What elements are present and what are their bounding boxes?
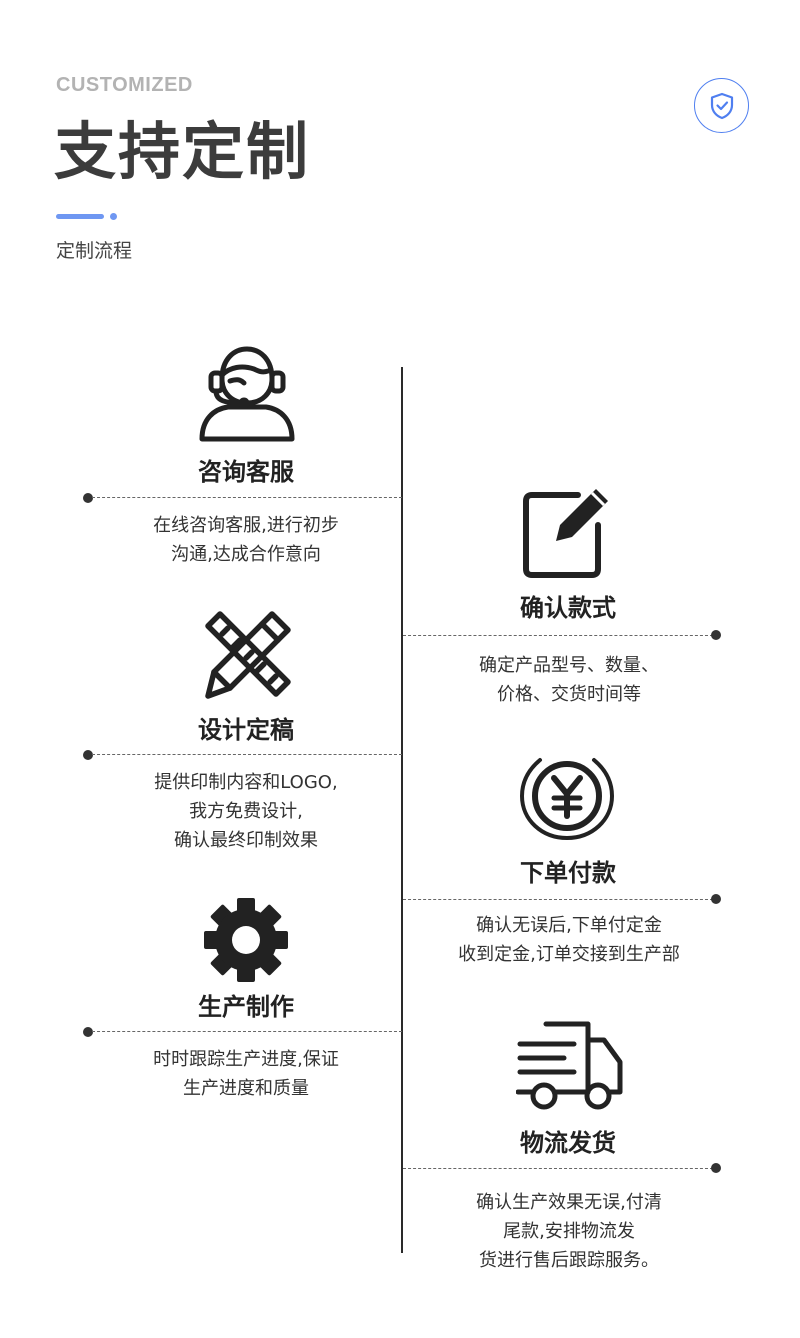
accent-dot (110, 213, 117, 220)
step-title: 生产制作 (198, 993, 294, 1021)
accent-bar (56, 214, 104, 219)
timeline-node (711, 894, 721, 904)
timeline-node (83, 750, 93, 760)
delivery-truck-icon (515, 1020, 624, 1116)
page-title: 支持定制 (54, 115, 311, 188)
timeline-connector (92, 754, 402, 755)
step-title: 设计定稿 (198, 716, 294, 744)
gear-icon (202, 896, 290, 988)
timeline-node (711, 1163, 721, 1173)
pencil-ruler-icon (200, 606, 296, 706)
timeline-node (83, 493, 93, 503)
step-title: 确认款式 (520, 594, 616, 622)
step-description: 在线咨询客服,进行初步 沟通,达成合作意向 (153, 515, 339, 565)
timeline-connector (403, 635, 713, 636)
page-subtitle: 定制流程 (56, 240, 133, 262)
timeline-connector (403, 1168, 713, 1169)
eyebrow-label: CUSTOMIZED (56, 74, 193, 96)
step-description: 确定产品型号、数量、 价格、交货时间等 (479, 655, 659, 705)
step-description: 确认生产效果无误,付清 尾款,安排物流发 货进行售后跟踪服务。 (476, 1192, 662, 1271)
timeline-connector (92, 1031, 402, 1032)
step-title: 咨询客服 (198, 458, 294, 486)
timeline-connector (92, 497, 402, 498)
timeline-node (83, 1027, 93, 1037)
step-title: 下单付款 (520, 859, 616, 887)
step-title: 物流发货 (520, 1129, 616, 1157)
timeline-connector (403, 899, 713, 900)
step-description: 时时跟踪生产进度,保证 生产进度和质量 (153, 1049, 339, 1099)
timeline-node (711, 630, 721, 640)
yen-coin-icon (519, 750, 615, 844)
step-description: 提供印制内容和LOGO, 我方免费设计, 确认最终印制效果 (154, 772, 338, 851)
edit-pencil-square-icon (522, 487, 612, 583)
shield-check-icon (694, 78, 749, 133)
step-description: 确认无误后,下单付定金 收到定金,订单交接到生产部 (458, 915, 680, 965)
timeline-axis (401, 367, 403, 1253)
customer-service-headset-icon (196, 345, 298, 449)
